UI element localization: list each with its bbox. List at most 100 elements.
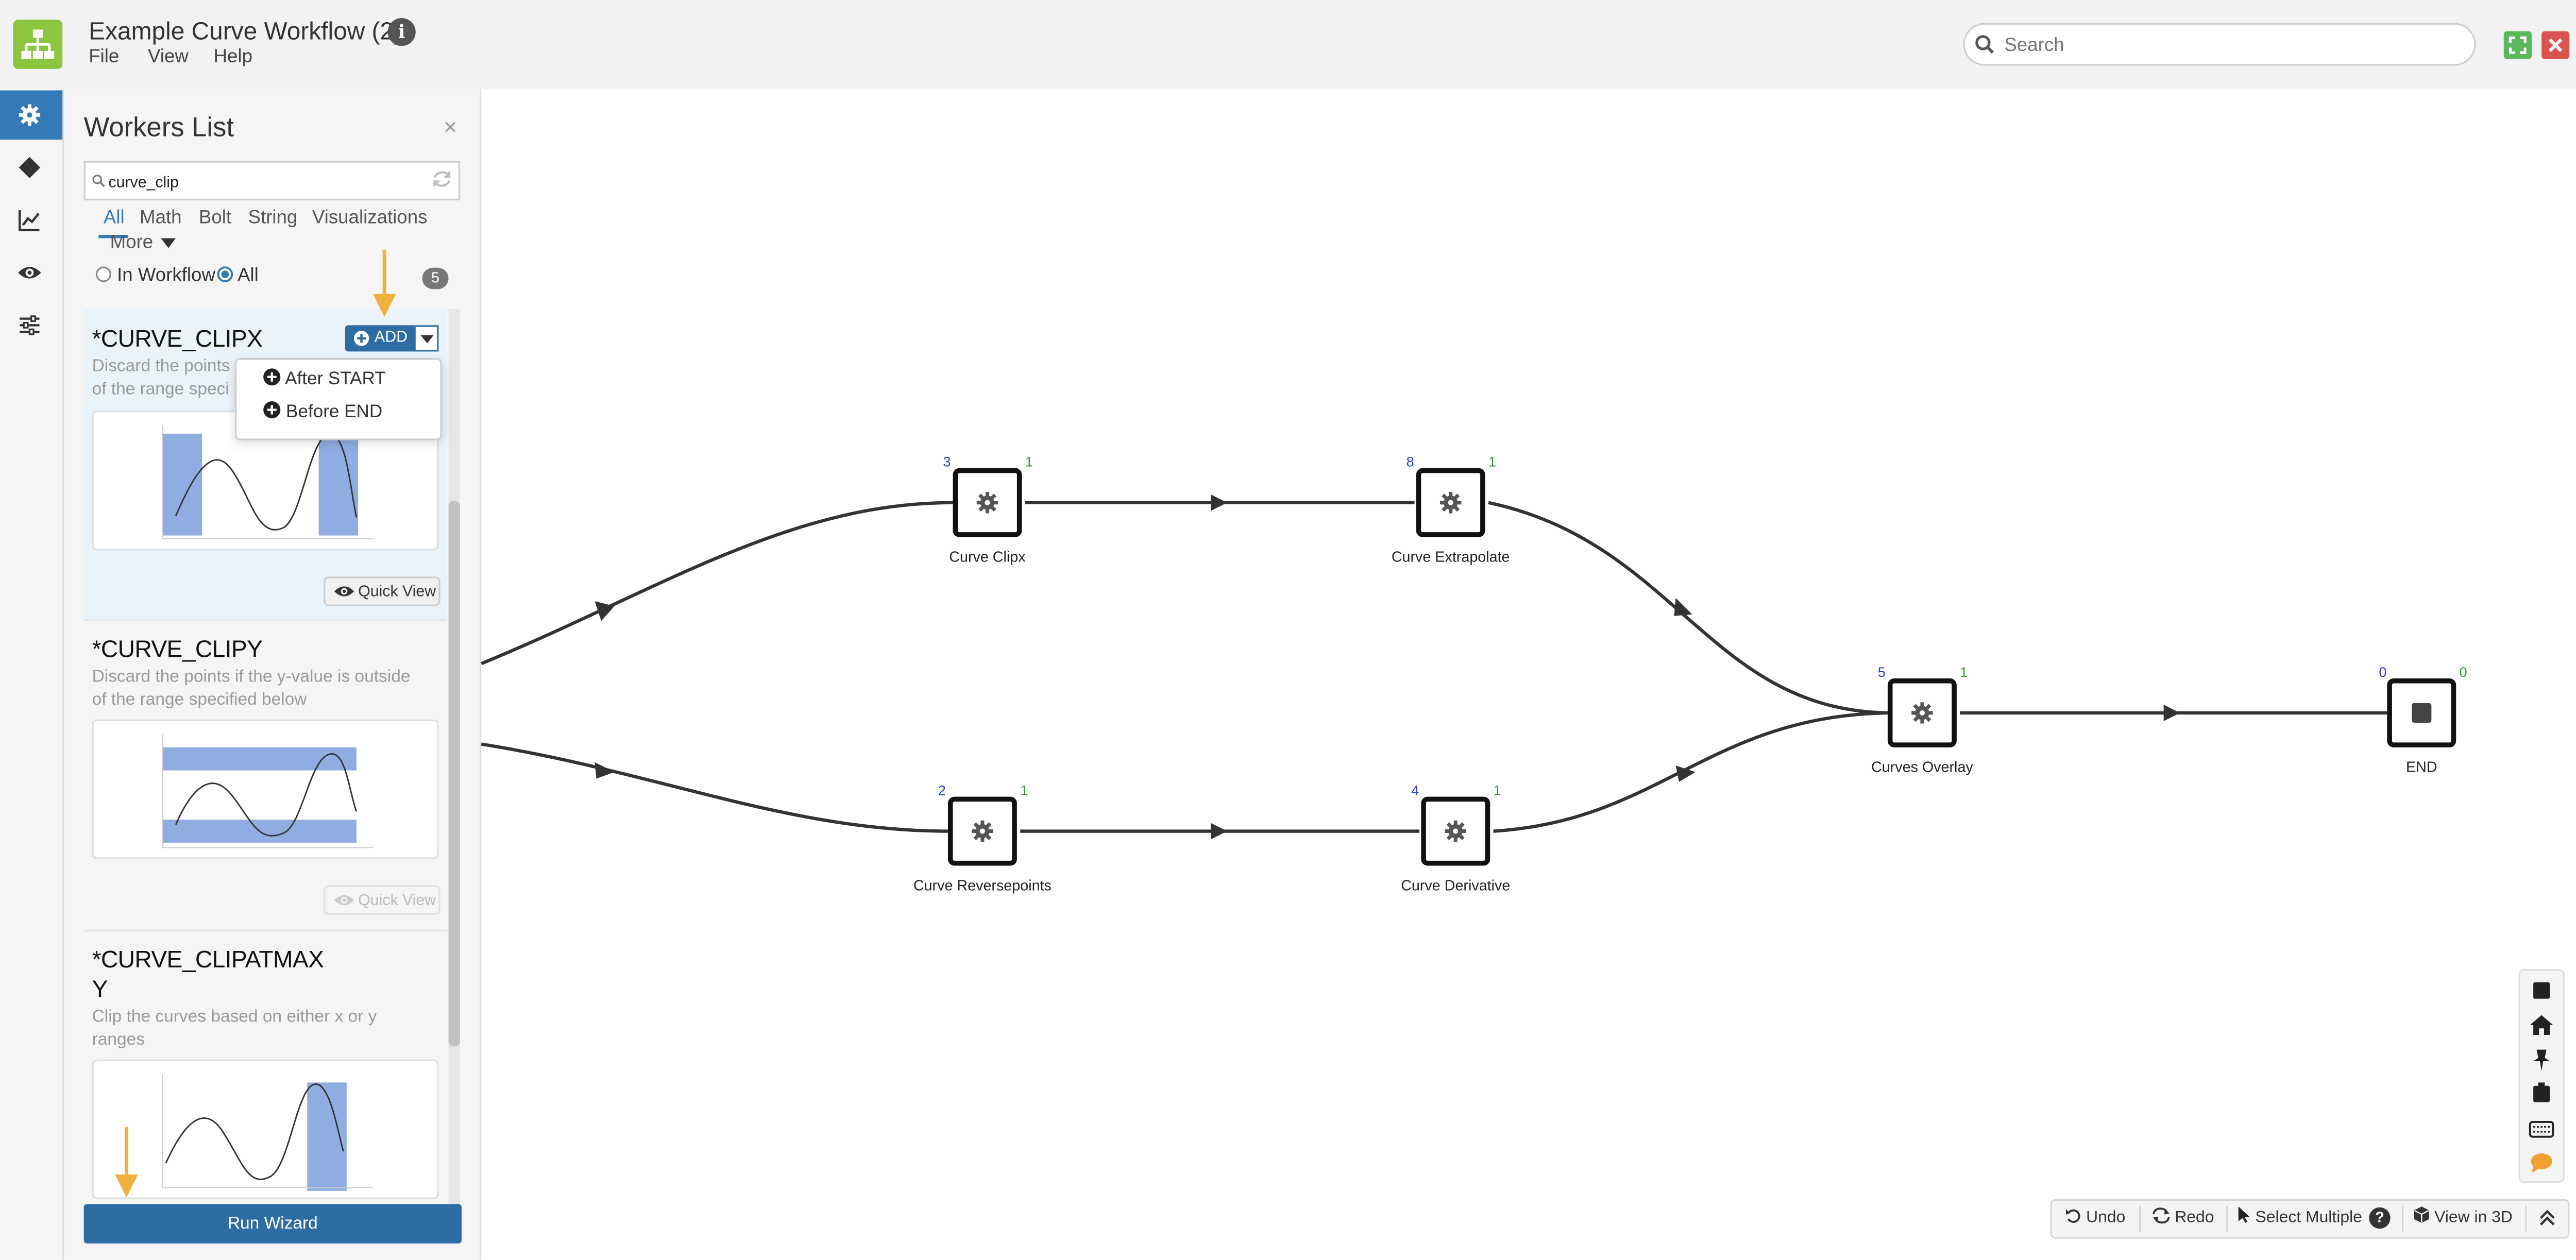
filter-all-label: All <box>237 266 259 286</box>
rail-eye-button[interactable] <box>0 248 62 298</box>
toolbar-divider <box>2525 1205 2527 1232</box>
workflow-canvas[interactable] <box>481 89 2576 1260</box>
menu-file[interactable]: File <box>89 47 120 67</box>
search-input[interactable] <box>2001 29 2468 63</box>
help-icon[interactable]: ? <box>2369 1207 2391 1229</box>
caret-down-icon <box>161 238 177 248</box>
dropdown-item-before-end[interactable]: Before END <box>263 401 382 422</box>
tab-string[interactable]: String <box>248 208 298 229</box>
caret-down-icon <box>420 335 434 344</box>
run-wizard-button[interactable]: Run Wizard <box>83 1204 462 1244</box>
clipx-preview-plot <box>162 425 373 539</box>
add-options-toggle[interactable] <box>414 325 439 352</box>
view-3d-button[interactable]: View in 3D <box>2413 1201 2513 1237</box>
menu-help[interactable]: Help <box>213 47 252 67</box>
edge-start-to-clipx[interactable] <box>481 501 953 666</box>
worker-desc-line: Clip the curves based on either x or y <box>92 1007 377 1027</box>
workflow-node-curve-reversepoints[interactable] <box>947 796 1017 866</box>
stop-icon[interactable] <box>2529 977 2555 1003</box>
quick-view-label: Quick View <box>358 583 436 602</box>
gear-icon <box>19 104 41 126</box>
canvas-side-toolbar <box>2518 969 2565 1183</box>
worker-card[interactable]: *CURVE_CLIPATMAX Y Clip the curves based… <box>84 931 447 1204</box>
worker-card[interactable]: *CURVE_CLIPY Discard the points if the y… <box>83 621 447 932</box>
info-icon[interactable]: i <box>387 18 416 46</box>
worker-title-wrap: Y <box>92 977 108 1004</box>
tab-active-indicator <box>98 234 128 239</box>
radio-checked-icon <box>217 266 233 282</box>
chevron-double-up-icon[interactable] <box>2538 1209 2556 1227</box>
node-input-count: 8 <box>1406 453 1414 470</box>
guide-arrow-icon <box>372 249 396 317</box>
diamond-icon <box>19 157 41 178</box>
workflow-node-curve-derivative[interactable] <box>1421 796 1490 866</box>
node-output-count: 1 <box>1960 663 1968 680</box>
workflow-node-curve-clipx[interactable] <box>953 468 1022 537</box>
home-icon[interactable] <box>2529 1012 2555 1038</box>
node-input-count: 2 <box>938 781 946 798</box>
rail-settings-button[interactable] <box>0 301 62 350</box>
dropdown-item-label: After START <box>285 369 386 389</box>
undo-label: Undo <box>2086 1208 2126 1228</box>
worker-search-input[interactable] <box>105 167 424 197</box>
worker-preview-image <box>92 719 439 859</box>
tab-more-label: More <box>110 233 154 253</box>
tab-math[interactable]: Math <box>140 208 182 229</box>
left-icon-rail <box>0 89 64 1260</box>
undo-icon <box>2065 1208 2080 1223</box>
pin-icon[interactable] <box>2529 1046 2555 1072</box>
close-window-button[interactable] <box>2541 31 2570 59</box>
node-output-count: 1 <box>1025 453 1033 470</box>
node-label: Curve Clipx <box>949 549 1026 565</box>
global-search[interactable] <box>1963 23 2476 66</box>
tab-visualizations[interactable]: Visualizations <box>312 208 428 229</box>
add-worker-button[interactable]: ADD <box>345 325 414 352</box>
worker-search-box[interactable] <box>83 161 460 201</box>
rail-chart-button[interactable] <box>0 195 62 245</box>
menu-view[interactable]: View <box>147 47 189 67</box>
workflow-node-end[interactable] <box>2387 678 2456 747</box>
chart-line-icon <box>19 210 40 231</box>
dropdown-item-after-start[interactable]: After START <box>263 368 386 389</box>
eye-icon <box>334 895 354 906</box>
node-input-count: 5 <box>1877 663 1886 680</box>
edge-start-to-reversepoints[interactable] <box>481 742 948 833</box>
worker-desc-line: of the range speci <box>92 379 229 399</box>
fullscreen-button[interactable] <box>2503 31 2532 59</box>
panel-title: Workers List <box>83 113 234 143</box>
filter-all[interactable]: All <box>217 266 259 286</box>
workflow-node-curve-extrapolate[interactable] <box>1416 468 1485 537</box>
undo-button[interactable]: Undo <box>2065 1201 2125 1237</box>
clipboard-icon[interactable] <box>2529 1079 2555 1105</box>
worker-preview-image <box>92 1059 439 1199</box>
workflow-node-curves-overlay[interactable] <box>1887 678 1957 747</box>
chat-icon[interactable] <box>2529 1150 2555 1176</box>
select-multiple-button[interactable]: Select Multiple <box>2238 1201 2362 1237</box>
node-label: END <box>2405 759 2437 776</box>
quick-view-button[interactable]: Quick View <box>324 885 440 915</box>
tab-bolt[interactable]: Bolt <box>198 208 232 229</box>
worker-desc-line: Discard the points <box>92 356 230 377</box>
edge-extrapolate-to-overlay[interactable] <box>1488 501 1888 715</box>
gear-icon <box>1439 492 1462 514</box>
clipy-preview-plot <box>162 734 373 848</box>
quick-view-button[interactable]: Quick View <box>324 576 440 606</box>
redo-button[interactable]: Redo <box>2152 1201 2214 1237</box>
workflow-title: Example Curve Workflow (2) <box>89 18 402 46</box>
view-3d-label: View in 3D <box>2434 1208 2513 1228</box>
worker-desc-line: of the range specified below <box>92 690 307 710</box>
list-scrollbar-thumb[interactable] <box>448 501 460 1047</box>
tab-more[interactable]: More <box>110 233 177 253</box>
keyboard-icon[interactable] <box>2529 1115 2555 1142</box>
panel-close-icon[interactable]: × <box>443 113 457 140</box>
filter-in-workflow[interactable]: In Workflow <box>95 266 215 286</box>
toolbar-divider <box>2226 1205 2228 1232</box>
edge-arrow-icon <box>595 601 615 621</box>
app-logo[interactable] <box>13 20 63 69</box>
refresh-icon[interactable] <box>430 167 453 191</box>
rail-diamond-button[interactable] <box>0 143 62 192</box>
tab-all[interactable]: All <box>103 208 125 229</box>
rail-workers-button[interactable] <box>0 90 63 140</box>
quick-view-label: Quick View <box>358 892 436 910</box>
guide-arrow-icon <box>115 1127 138 1198</box>
